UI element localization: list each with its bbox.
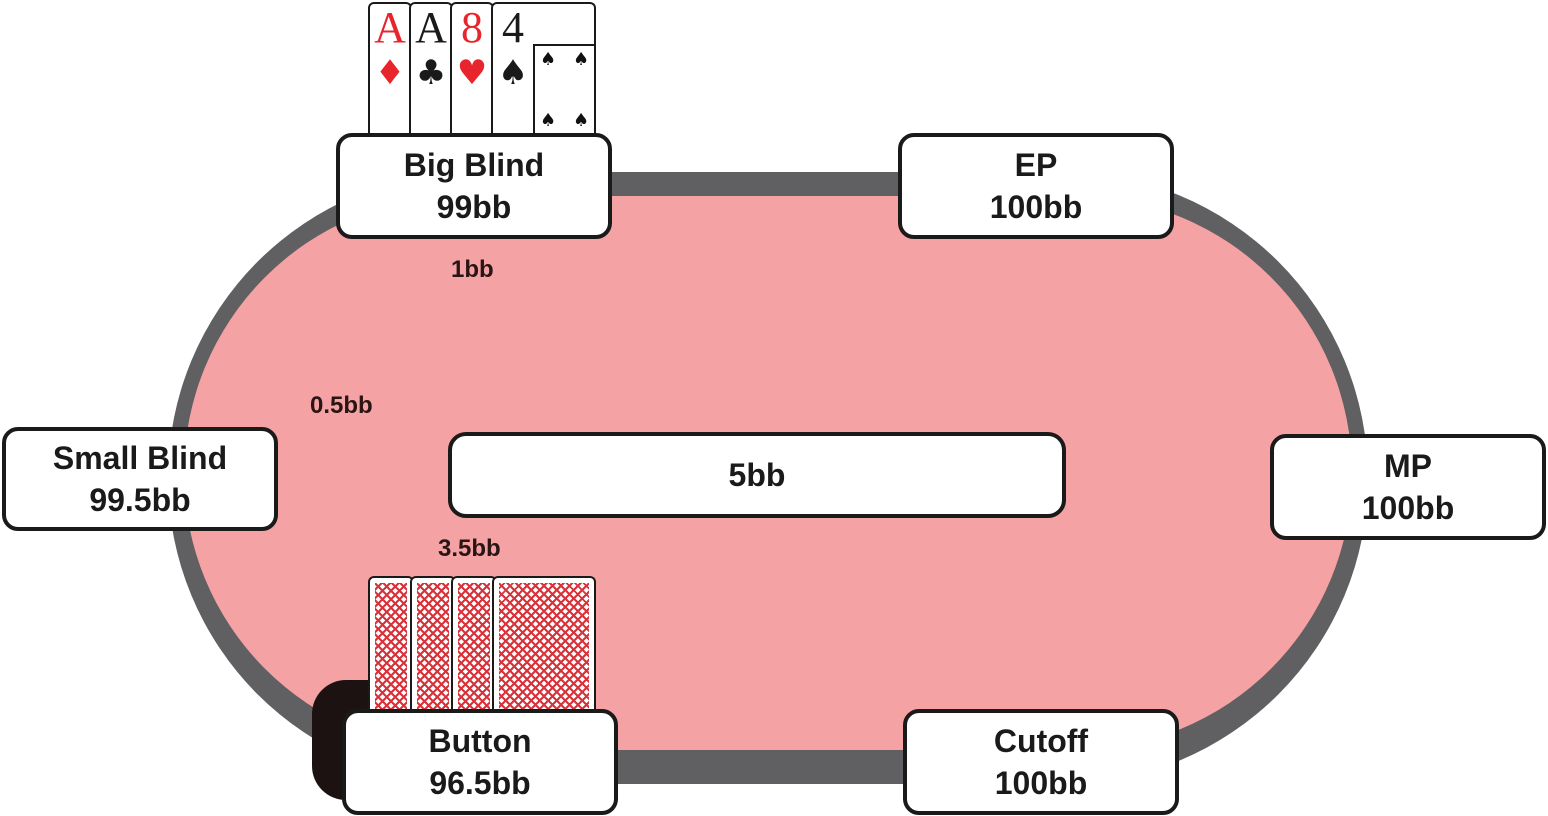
card-rank: 8 [461,3,483,52]
spade-icon: ♠ [497,53,529,93]
spade-icon: ♠ [540,49,557,70]
seat-ep[interactable]: EP 100bb [898,133,1174,239]
spade-icon: ♠ [573,110,590,131]
seat-stack: 100bb [994,765,1088,801]
hero-card-3: 8 ♥ [450,2,494,134]
hero-card-4: 4 ♠ ♠ ♠ ♠ ♠ [491,2,596,134]
spade-icon: ♠ [540,110,557,131]
face-down-card [410,576,456,712]
seat-button[interactable]: Button 96.5bb [342,709,618,815]
seat-stack: 100bb [989,189,1083,225]
face-down-card [492,576,596,712]
pot-amount: 5bb [728,456,786,493]
hero-card-2: A ♣ [409,2,453,134]
club-icon: ♣ [415,53,447,93]
seat-small-blind[interactable]: Small Blind 99.5bb [2,427,278,531]
seat-name: Cutoff [993,723,1089,759]
hero-card-1: A ♦ [368,2,412,134]
bet-small-blind: 0.5bb [310,392,373,419]
seat-name: Big Blind [403,147,545,183]
bet-big-blind: 1bb [451,256,494,283]
heart-icon: ♥ [456,53,488,93]
card-pip-box: ♠ ♠ ♠ ♠ [533,44,594,134]
face-down-card [451,576,497,712]
seat-name: EP [1014,147,1058,183]
seat-stack: 99.5bb [89,482,191,518]
seat-mp[interactable]: MP 100bb [1270,434,1546,540]
seat-name: Small Blind [52,440,228,476]
card-rank: 4 [502,3,524,52]
seat-stack: 100bb [1361,490,1455,526]
seat-stack: 99bb [436,189,512,225]
card-rank: A [415,3,447,52]
seat-name: Button [428,723,532,759]
seat-cutoff[interactable]: Cutoff 100bb [903,709,1179,815]
pot-display: 5bb [448,432,1066,518]
face-down-card [368,576,414,712]
bet-button: 3.5bb [438,535,501,562]
diamond-icon: ♦ [374,53,406,93]
seat-name: MP [1384,448,1432,484]
seat-big-blind[interactable]: Big Blind 99bb [336,133,612,239]
spade-icon: ♠ [573,49,590,70]
seat-stack: 96.5bb [429,765,531,801]
card-rank: A [374,3,406,52]
